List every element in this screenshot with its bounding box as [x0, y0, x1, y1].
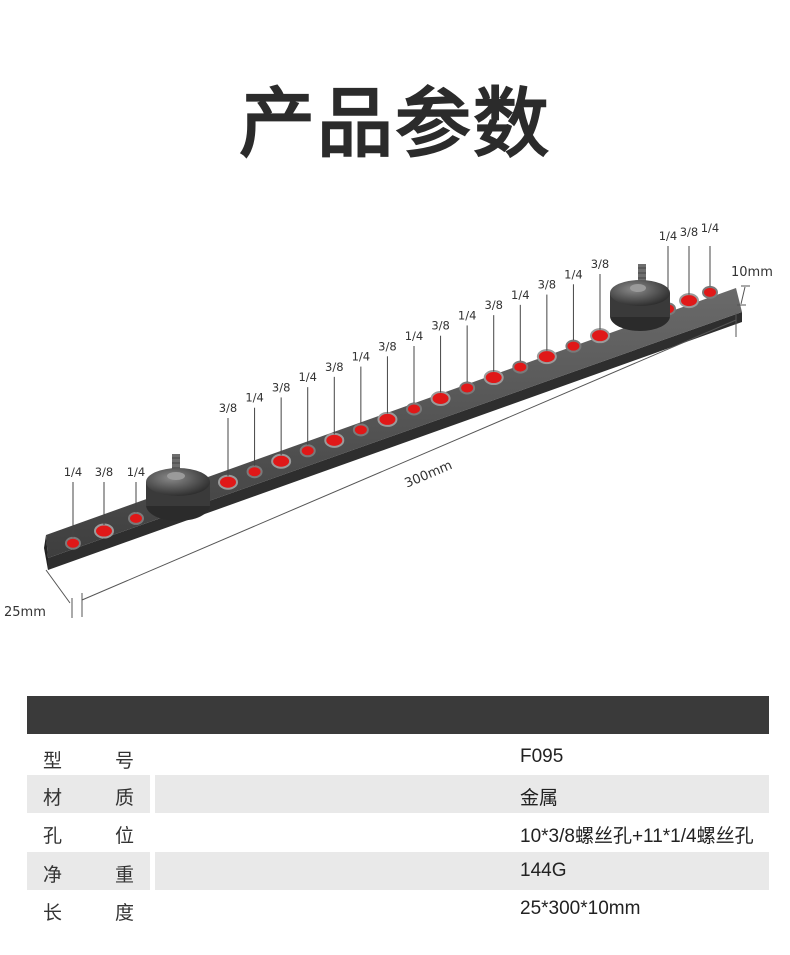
dim-width: 25mm [4, 569, 73, 620]
spec-key-char-1: 孔 [43, 825, 63, 847]
spec-value-cell: 10*3/8螺丝孔+11*1/4螺丝孔 [155, 813, 769, 851]
screw-hole [271, 453, 292, 469]
screw-hole [246, 465, 263, 479]
spec-value-cell: 金属 [155, 775, 769, 813]
hole-size-label: 3/8 [538, 278, 557, 292]
leader-lines [72, 246, 711, 538]
hole-size-label: 1/4 [64, 465, 83, 479]
spec-key-char-2: 质 [115, 787, 135, 809]
spec-value: 10*3/8螺丝孔+11*1/4螺丝孔 [520, 826, 754, 847]
hole-size-label: 3/8 [680, 225, 699, 239]
spec-value-cell: F095 [155, 738, 769, 776]
spec-key-char-1: 净 [43, 864, 63, 886]
hole-size-label: 1/4 [511, 288, 530, 302]
spec-key-cell: 净重 [27, 852, 150, 890]
screw-hole [352, 423, 369, 437]
spec-key-char-2: 度 [115, 902, 135, 924]
spec-key-cell: 型号 [27, 738, 150, 776]
spec-key-char-1: 长 [43, 902, 63, 924]
knob-left [146, 454, 210, 521]
dim-height: 10mm [731, 265, 773, 306]
screw-hole [459, 381, 476, 395]
spec-value-cell: 25*300*10mm [155, 890, 769, 928]
hole-size-label: 1/4 [405, 329, 424, 343]
spec-key-char-2: 重 [115, 864, 135, 886]
spec-key-cell: 长度 [27, 890, 150, 928]
spec-key-cell: 孔位 [27, 813, 150, 851]
screw-hole [218, 474, 238, 490]
spec-key-char-2: 位 [115, 825, 135, 847]
hole-size-label: 3/8 [272, 380, 291, 394]
dim-length-label: 300mm [403, 458, 455, 491]
hole-size-label: 3/8 [591, 257, 610, 271]
screw-hole [483, 370, 504, 386]
screw-hole [512, 360, 529, 374]
spec-table-header [27, 696, 769, 734]
hole-size-label: 1/4 [659, 229, 678, 243]
hole-size-label: 1/4 [127, 465, 146, 479]
screw-hole [377, 411, 398, 427]
hole-size-label: 3/8 [484, 298, 503, 312]
screw-hole [65, 536, 81, 550]
spec-value: 144G [520, 860, 567, 881]
hole-size-label: 1/4 [245, 391, 264, 405]
spec-key-char-1: 材 [43, 787, 63, 809]
hole-size-label: 3/8 [325, 360, 344, 374]
spec-value: 25*300*10mm [520, 898, 641, 919]
hole-size-label: 1/4 [701, 221, 720, 235]
spec-key-char-1: 型 [43, 750, 63, 772]
spec-key-cell: 材质 [27, 775, 150, 813]
spec-value: F095 [520, 746, 564, 767]
hole-size-label: 3/8 [95, 465, 114, 479]
screw-hole [536, 349, 557, 365]
screw-hole [128, 511, 144, 525]
hole-size-label: 1/4 [298, 370, 317, 384]
screw-hole [430, 390, 451, 406]
spec-row: 材质金属 [27, 775, 769, 813]
page-title: 产品参数 [239, 79, 551, 168]
hole-size-label: 1/4 [458, 308, 477, 322]
hole-size-label: 3/8 [378, 339, 397, 353]
hole-size-label: 3/8 [431, 319, 450, 333]
rail-side [48, 312, 742, 570]
hole-size-label: 3/8 [219, 401, 238, 415]
spec-key-char-2: 号 [115, 750, 135, 772]
screw-hole [590, 328, 610, 344]
spec-value: 金属 [520, 788, 559, 809]
dim-width-label: 25mm [4, 605, 46, 620]
knob-right [610, 264, 670, 331]
screw-hole [565, 339, 582, 353]
screw-hole [406, 402, 422, 416]
hole-size-label: 1/4 [564, 267, 583, 281]
dim-height-label: 10mm [731, 265, 773, 280]
hole-size-label: 1/4 [352, 350, 371, 364]
spec-value-cell: 144G [155, 852, 769, 890]
screw-hole [324, 432, 345, 448]
screw-hole [702, 285, 718, 299]
screw-hole [299, 444, 316, 458]
screw-hole [94, 523, 114, 539]
rail-end-left [44, 535, 48, 570]
screw-hole [679, 293, 699, 309]
